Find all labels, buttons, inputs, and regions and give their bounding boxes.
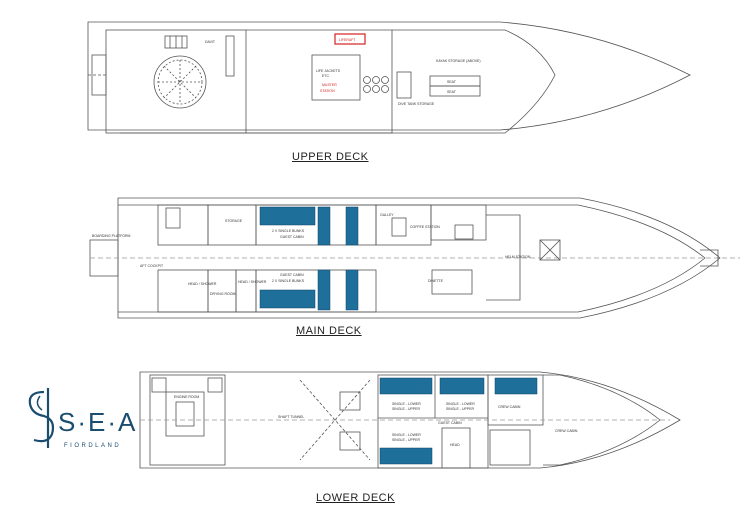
engine-room-label: ENGINE ROOM — [174, 395, 199, 399]
life-jackets-qty-label: ETC — [322, 74, 329, 78]
shaft-tunnel-label: SHAFT TUNNEL — [278, 415, 304, 419]
bunk — [345, 269, 359, 311]
storage-label: STORAGE — [225, 219, 243, 223]
single-lower-label-2: SINGLE - LOWER — [446, 402, 475, 406]
muster-label: MUSTER — [322, 83, 337, 87]
guest-cabin-lower-label: GUEST CABIN — [438, 421, 462, 425]
life-jackets-label: LIFE JACKETS — [316, 69, 341, 73]
bunk — [259, 206, 316, 226]
station-label: STATION — [320, 89, 335, 93]
dive-tank-storage-label: DIVE TANK STORAGE — [398, 102, 435, 106]
guest-cabin-label-stbd: GUEST CABIN — [280, 273, 304, 277]
dinette-label: DINETTE — [428, 279, 444, 283]
coffee-station-label: COFFEE STATION — [410, 225, 440, 229]
brand-subtitle: FIORDLAND — [64, 443, 122, 449]
aft-cockpit-label: AFT COCKPIT — [140, 264, 164, 268]
bunk-group — [259, 206, 538, 465]
single-lower-label-1: SINGLE - LOWER — [392, 402, 421, 406]
bunk — [345, 206, 359, 246]
single-lower-label-3: SINGLE - LOWER — [392, 433, 421, 437]
kayak-storage-label: KAYAK STORAGE (ABOVE) — [436, 59, 481, 63]
crew-cabin-label-1: CREW CABIN — [498, 405, 521, 409]
head-shower-label-port: HEAD / SHOWER — [188, 282, 217, 286]
bunk — [439, 377, 485, 395]
bunks-label-stbd: 2 X SINGLE BUNKS — [272, 279, 305, 283]
bunk — [379, 447, 433, 465]
single-upper-label-2: SINGLE - UPPER — [446, 407, 474, 411]
guest-cabin-label-port: GUEST CABIN — [280, 235, 304, 239]
lower-deck-title: LOWER DECK — [316, 492, 395, 504]
bunk — [494, 377, 538, 395]
drying-room-label: DRYING ROOM — [210, 292, 235, 296]
bunks-label-port: 2 X SINGLE BUNKS — [272, 229, 305, 233]
main-deck-title: MAIN DECK — [296, 325, 362, 337]
bunk — [379, 377, 433, 395]
bunk — [317, 206, 331, 246]
boarding-platform-label: BOARDING PLATFORM — [92, 234, 131, 238]
upper-deck-plan — [87, 21, 691, 134]
main-deck-plan — [89, 197, 740, 319]
galley-label: GALLEY — [380, 213, 394, 217]
liferaft-label: LIFERAFT — [339, 38, 356, 42]
head-label-lower: HEAD — [450, 443, 460, 447]
seat-label-1: SEAT — [447, 80, 457, 84]
lower-deck-plan — [139, 371, 681, 469]
brand-name: S·E·A — [58, 407, 138, 437]
head-shower-label-stbd: HEAD / SHOWER — [238, 280, 267, 284]
single-upper-label-1: SINGLE - UPPER — [392, 407, 420, 411]
single-upper-label-3: SINGLE - UPPER — [392, 438, 420, 442]
helm-station-label: HELM STATION — [505, 255, 531, 259]
brand-logo-mark — [28, 388, 55, 448]
seat-label-2: SEAT — [447, 90, 457, 94]
bunk — [317, 269, 331, 311]
upper-deck-title: UPPER DECK — [292, 151, 369, 163]
bunk — [259, 289, 316, 309]
davit-label: DAVIT — [205, 40, 216, 44]
crew-cabin-label-2: CREW CABIN — [555, 429, 578, 433]
